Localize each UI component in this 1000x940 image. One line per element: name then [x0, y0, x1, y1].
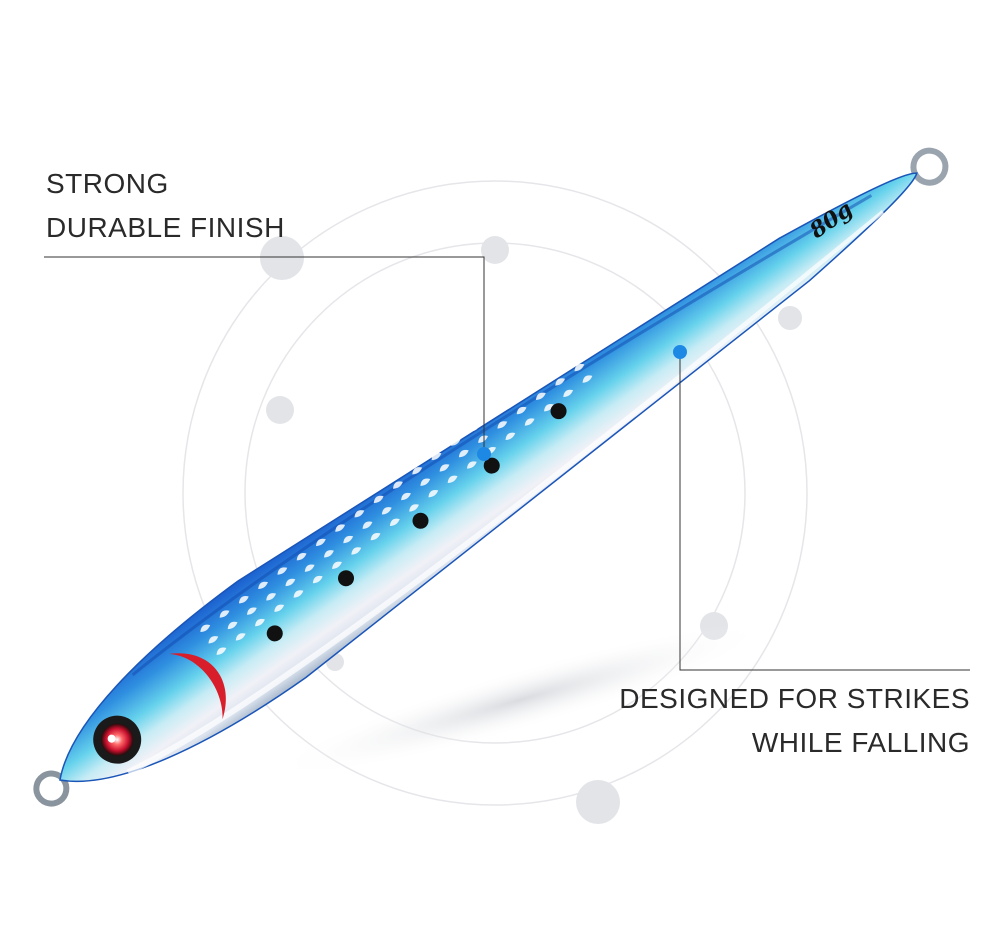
gill-mark: [169, 653, 226, 720]
eye: [93, 715, 142, 764]
callout-strong-finish: STRONG DURABLE FINISH: [46, 162, 285, 250]
marker-dot-bottom: [673, 345, 687, 359]
callout-line-bottom: [679, 352, 970, 671]
callout-lines: [44, 256, 970, 671]
callout-bottom-line1: DESIGNED FOR STRIKES: [619, 683, 970, 714]
callout-line-top: [44, 256, 485, 452]
background-dots: [260, 236, 802, 824]
callout-bottom-line2: WHILE FALLING: [751, 727, 970, 758]
tail-ring: [910, 147, 949, 186]
scale-pattern: [200, 352, 593, 655]
callout-top-line1: STRONG: [46, 168, 169, 199]
callout-strikes-falling: DESIGNED FOR STRIKES WHILE FALLING: [619, 677, 970, 765]
callout-top-line2: DURABLE FINISH: [46, 212, 285, 243]
body-spots: [266, 403, 567, 642]
lure-shadow: [269, 622, 771, 778]
lure-body: 80g: [33, 147, 949, 807]
marker-dot-top: [477, 447, 491, 461]
